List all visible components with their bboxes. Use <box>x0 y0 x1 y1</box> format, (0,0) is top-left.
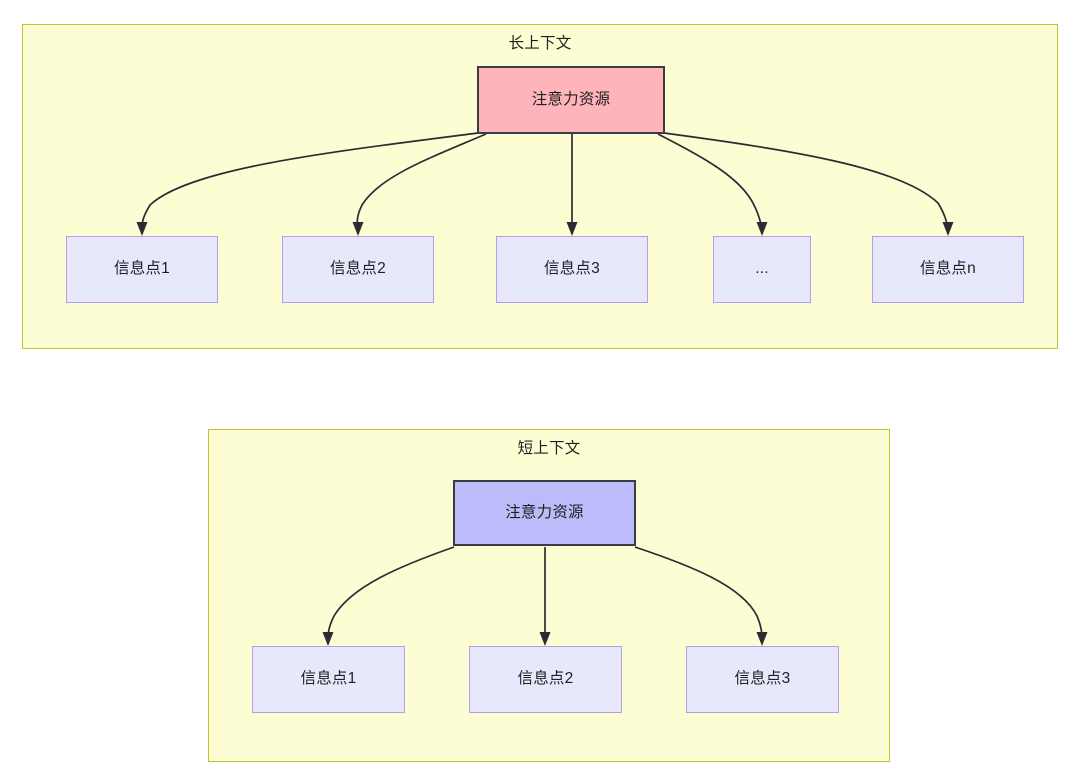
node-label: 信息点2 <box>517 670 574 688</box>
panel-long-context-title: 长上下文 <box>508 35 572 52</box>
node-label: 信息点1 <box>300 670 357 688</box>
node-long-info-ellipsis[interactable]: ... <box>713 236 811 303</box>
node-label: 信息点3 <box>544 260 600 278</box>
node-long-info-1[interactable]: 信息点1 <box>66 236 218 303</box>
node-label: 注意力资源 <box>531 90 611 108</box>
node-short-attention-resource[interactable]: 注意力资源 <box>453 480 636 546</box>
node-short-info-2[interactable]: 信息点2 <box>469 646 622 713</box>
node-long-attention-resource[interactable]: 注意力资源 <box>477 66 665 134</box>
node-label: 信息点2 <box>330 260 386 278</box>
node-label: 信息点n <box>920 260 976 278</box>
node-label: 注意力资源 <box>505 503 584 521</box>
node-long-info-3[interactable]: 信息点3 <box>496 236 648 303</box>
node-label: 信息点3 <box>734 670 791 688</box>
node-label: 信息点1 <box>114 260 170 278</box>
node-short-info-1[interactable]: 信息点1 <box>252 646 405 713</box>
node-short-info-3[interactable]: 信息点3 <box>686 646 839 713</box>
panel-short-context-title: 短上下文 <box>517 440 581 457</box>
node-long-info-2[interactable]: 信息点2 <box>282 236 434 303</box>
node-long-info-n[interactable]: 信息点n <box>872 236 1024 303</box>
node-label: ... <box>755 260 769 278</box>
